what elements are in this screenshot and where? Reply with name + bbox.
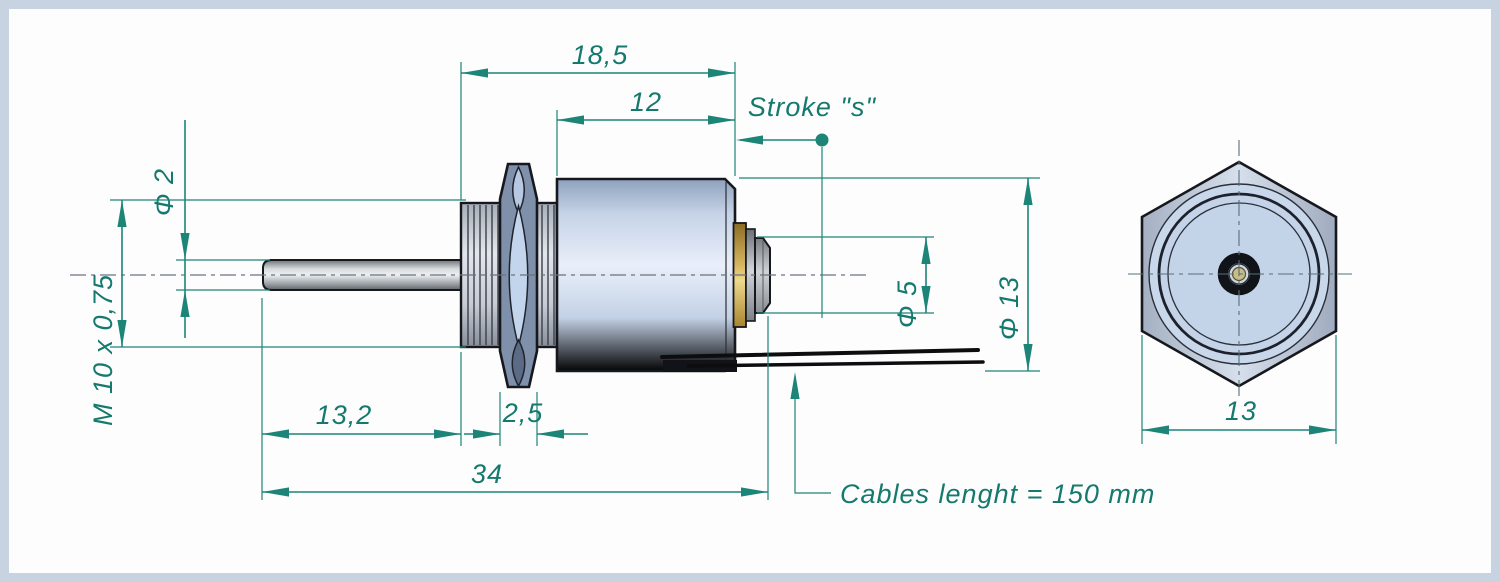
dim-label-12: 12 [630,87,662,117]
dim-13-front: 13 [1141,335,1337,444]
dim-phi-2: Φ 2 [149,120,270,338]
dim-13-2: 13,2 [261,298,462,500]
stroke-annotation: Stroke "s" [736,92,877,318]
dim-label-2-5: 2,5 [502,398,544,428]
stroke-leader-dot [815,133,829,147]
dim-phi-5: Φ 5 [757,236,934,328]
front-view: 13 [1128,140,1352,444]
side-view [70,162,985,389]
dim-18-5: 18,5 [460,40,736,200]
dim-2-5: 2,5 [464,392,588,446]
dim-label-phi-13: Φ 13 [994,276,1024,340]
dim-12: 12 [556,87,735,176]
hex-nut-side [498,162,539,389]
dim-label-thread: M 10 x 0,75 [88,274,118,426]
dimension-layer: 18,5 12 Stroke "s" Φ 2 [88,40,1155,509]
dim-label-13-front: 13 [1225,396,1257,426]
dim-label-18-5: 18,5 [572,40,629,70]
dim-label-13-2: 13,2 [316,400,373,430]
cables-label: Cables lenght = 150 mm [840,479,1155,509]
stroke-label: Stroke "s" [748,92,877,122]
dim-34: 34 [262,316,769,500]
dim-phi-13: Φ 13 [739,177,1040,372]
cables-annotation: Cables lenght = 150 mm [790,372,1155,509]
dim-label-34: 34 [471,459,503,489]
dim-thread-m10: M 10 x 0,75 [88,199,466,426]
dim-label-phi-5: Φ 5 [892,280,922,328]
cables [660,348,985,368]
dim-label-phi-2: Φ 2 [149,168,179,216]
